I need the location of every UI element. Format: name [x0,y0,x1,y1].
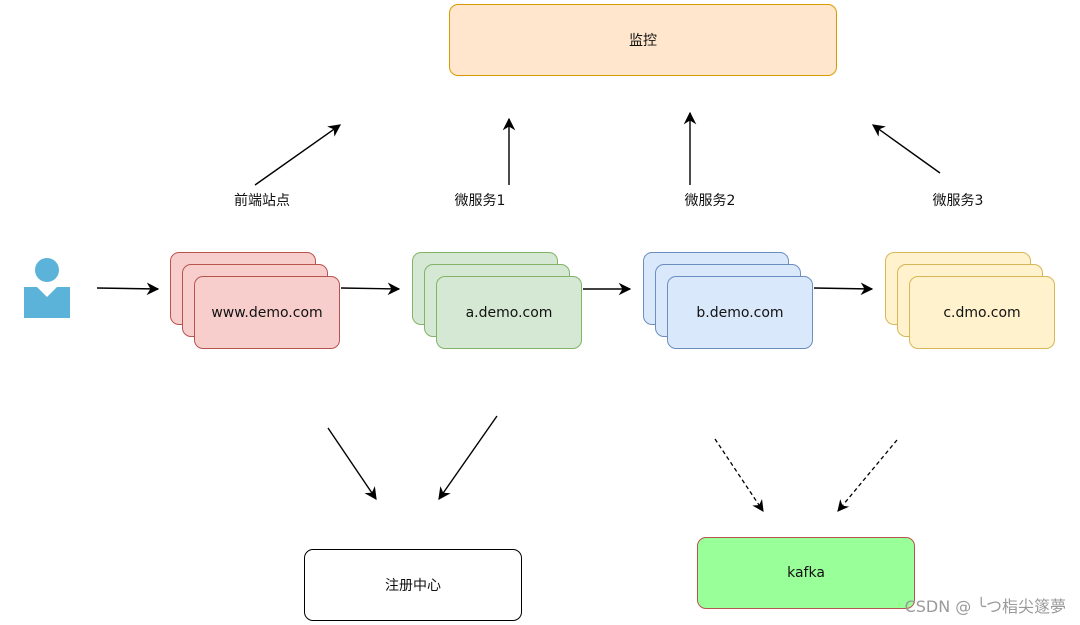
www-label: www.demo.com [211,304,323,321]
arrow-b-to-c [813,282,874,296]
arrow-frontend-to-monitor [254,124,342,186]
registry-label: 注册中心 [385,578,441,594]
a-stack-front [436,276,582,349]
arrow-www-to-a [340,282,401,296]
monitor-box [449,4,837,76]
arrow-ms3-to-monitor [871,124,941,174]
label-frontend-site: 前端站点 [234,193,290,209]
www-stack-front [194,276,340,349]
arrow-b-to-kafka [714,438,764,512]
a-label: a.demo.com [465,304,553,321]
c-label: c.dmo.com [943,304,1021,321]
kafka-label: kafka [787,565,825,581]
b-label: b.demo.com [696,304,784,321]
label-microservice-2: 微服务2 [684,193,736,209]
label-microservice-1: 微服务1 [454,193,506,209]
c-stack-front [909,276,1055,349]
arrow-a-to-registry [438,415,498,501]
csdn-watermark: CSDN @ ╰つ栺尖篴夢 [904,597,1066,616]
monitor-label: 监控 [629,33,657,49]
label-microservice-3: 微服务3 [932,193,984,209]
arrow-c-to-kafka [837,439,898,512]
arrow-user-to-www [96,282,160,296]
b-stack-front [667,276,813,349]
kafka-box [697,537,915,609]
registry-box [304,549,522,621]
arrow-www-to-registry [327,427,377,501]
user-icon [24,258,70,318]
